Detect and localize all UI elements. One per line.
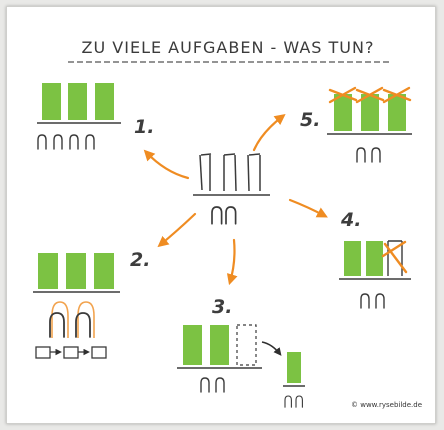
step-2-process-flow — [35, 346, 107, 359]
center-people — [211, 206, 237, 225]
delegate-arrow — [261, 341, 282, 356]
step-3-other-people — [284, 395, 303, 408]
step-3-people — [200, 377, 225, 393]
step-3-label: 3. — [212, 296, 232, 318]
step-5-people — [356, 147, 381, 163]
arrow-to-2 — [157, 212, 197, 248]
step-4-people — [360, 293, 385, 309]
step-2-people — [49, 301, 95, 338]
arrow-to-5 — [252, 113, 286, 152]
page-title: ZU VIELE AUFGABEN - WAS TUN? — [82, 38, 375, 57]
step-3-delegated-task — [283, 352, 305, 387]
step-4-label: 4. — [340, 209, 361, 231]
arrow-to-4 — [288, 198, 328, 218]
arrow-to-3 — [226, 238, 238, 286]
step-5-label: 5. — [300, 109, 320, 131]
step-2-tasks — [33, 253, 120, 293]
step-1-label: 1. — [134, 116, 154, 138]
step-1-people — [37, 134, 95, 150]
step-3-tasks — [177, 324, 262, 369]
credit-text: © www.rysebilde.de — [351, 401, 422, 409]
arrow-to-1 — [143, 149, 190, 180]
arrows — [143, 113, 328, 286]
center-tasks — [193, 153, 270, 196]
step-5-tasks — [327, 86, 412, 135]
step-1-tasks — [37, 83, 121, 124]
step-4-tasks — [339, 240, 411, 280]
step-2-label: 2. — [130, 249, 150, 271]
step-5-crossouts — [328, 86, 412, 104]
